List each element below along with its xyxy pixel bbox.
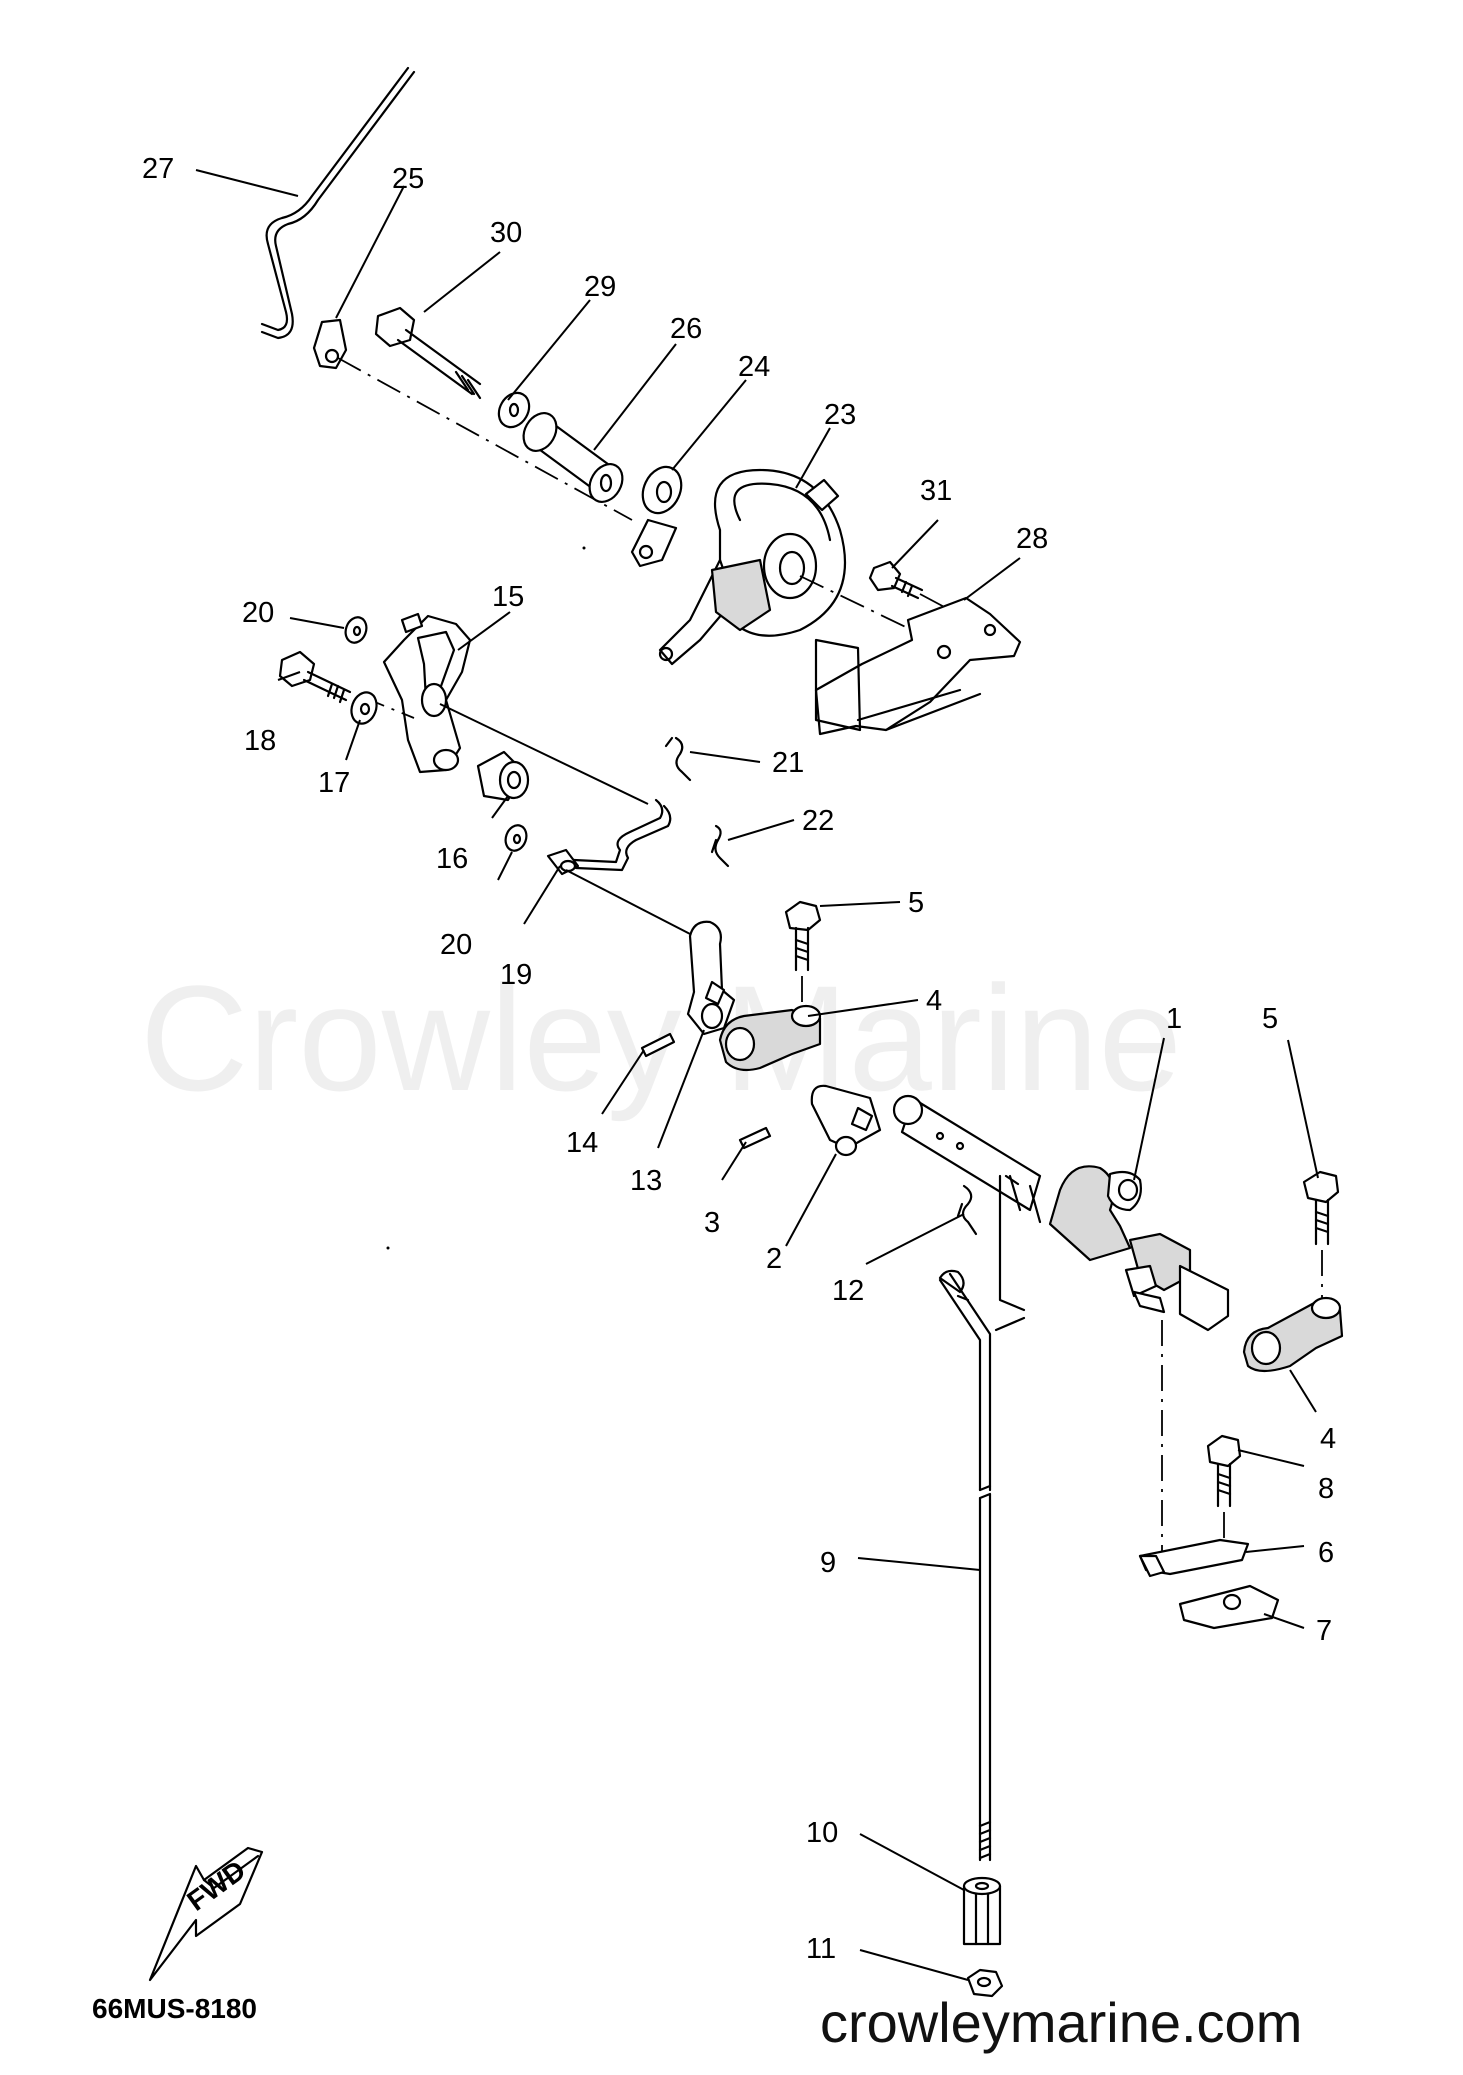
part-17-washer: [350, 691, 378, 725]
frame-line-1: [998, 1174, 1026, 1312]
alignment-line-23: [799, 575, 917, 633]
part-13-arm: [686, 920, 736, 1036]
callout-11: 11: [806, 1933, 836, 1965]
part-16-bushing: [476, 750, 530, 802]
callout-5-right: 5: [1262, 1003, 1278, 1035]
link-line-19: [565, 869, 695, 937]
part-20b-washer: [504, 824, 528, 852]
part-8-bolt: [1206, 1434, 1242, 1508]
callout-22: 22: [802, 805, 834, 837]
callout-1: 1: [1166, 1003, 1182, 1035]
callout-15: 15: [492, 581, 524, 613]
fwd-arrow-icon: FWD: [148, 1846, 264, 1982]
callout-30: 30: [490, 217, 522, 249]
part-22-clip: [710, 824, 730, 868]
part-4b-clamp: [1242, 1296, 1344, 1373]
diagram-code: 66MUS-8180: [92, 1993, 257, 2024]
part-14-pin: [640, 1032, 676, 1058]
callout-20-lower: 20: [440, 929, 472, 961]
part-29-washer: [497, 391, 531, 429]
callout-7: 7: [1316, 1615, 1332, 1647]
part-21-clip: [664, 736, 692, 782]
callout-14: 14: [566, 1127, 598, 1159]
part-19-linkrod: [546, 798, 672, 876]
part-3-pin: [738, 1126, 772, 1150]
callout-18: 18: [244, 725, 276, 757]
part-24-washer: [641, 465, 683, 515]
callout-16: 16: [436, 843, 468, 875]
part-10-nut: [962, 1876, 1002, 1946]
callout-2: 2: [766, 1243, 782, 1275]
callout-4-right: 4: [1320, 1423, 1336, 1455]
frame-line-3: [956, 1294, 1026, 1332]
callout-labels: 27 25 30 29 26 24 23 31 28 20 15 18 17 1…: [142, 153, 1336, 1965]
callout-21: 21: [772, 747, 804, 779]
callout-19: 19: [500, 959, 532, 991]
part-5a-bolt: [784, 900, 822, 972]
callout-24: 24: [738, 351, 770, 383]
callout-6: 6: [1318, 1537, 1334, 1569]
part-5b-bolt: [1302, 1170, 1340, 1246]
callout-5-upper: 5: [908, 887, 924, 919]
part-31-bolt: [868, 560, 924, 600]
part-6-plate: [1138, 1538, 1250, 1578]
callout-26: 26: [670, 313, 702, 345]
part-23-pulley: [630, 468, 847, 666]
part-2-fitting: [810, 1084, 882, 1157]
part-20a-washer: [344, 616, 368, 644]
part-1-shaft: [892, 1094, 1230, 1332]
part-12-clip: [956, 1184, 978, 1236]
callout-29: 29: [584, 271, 616, 303]
speck-1: [582, 546, 586, 550]
callout-27: 27: [142, 153, 174, 185]
callout-10: 10: [806, 1817, 838, 1849]
part-28-bracket: [814, 596, 1022, 736]
callout-13: 13: [630, 1165, 662, 1197]
callout-28: 28: [1016, 523, 1048, 555]
part-26-sleeve: [522, 412, 624, 503]
part-9-rod: [938, 1269, 992, 1862]
part-4a-clamp: [718, 1004, 822, 1072]
part-25-link: [312, 318, 348, 370]
callout-3: 3: [704, 1207, 720, 1239]
part-15-lever: [382, 612, 472, 774]
callout-17: 17: [318, 767, 350, 799]
callout-23: 23: [824, 399, 856, 431]
frame-line-2: [1004, 1174, 1020, 1186]
leader-lines: [195, 169, 1319, 1981]
callout-12: 12: [832, 1275, 864, 1307]
link-line-15: [439, 703, 649, 805]
callout-25: 25: [392, 163, 424, 195]
alignment-line-31: [919, 593, 951, 611]
website-text: crowleymarine.com: [820, 1991, 1302, 2054]
callout-8: 8: [1318, 1473, 1334, 1505]
callout-9: 9: [820, 1547, 836, 1579]
part-18-bolt: [278, 650, 352, 704]
callout-4-upper: 4: [926, 985, 942, 1017]
part-11-nut: [966, 1968, 1004, 1998]
speck-2: [386, 1246, 390, 1250]
alignment-line-25: [337, 357, 633, 521]
part-27-rod: [260, 66, 416, 340]
callout-20-upper: 20: [242, 597, 274, 629]
part-7-plate: [1178, 1584, 1280, 1630]
callout-31: 31: [920, 475, 952, 507]
part-30-bolt: [374, 306, 482, 400]
